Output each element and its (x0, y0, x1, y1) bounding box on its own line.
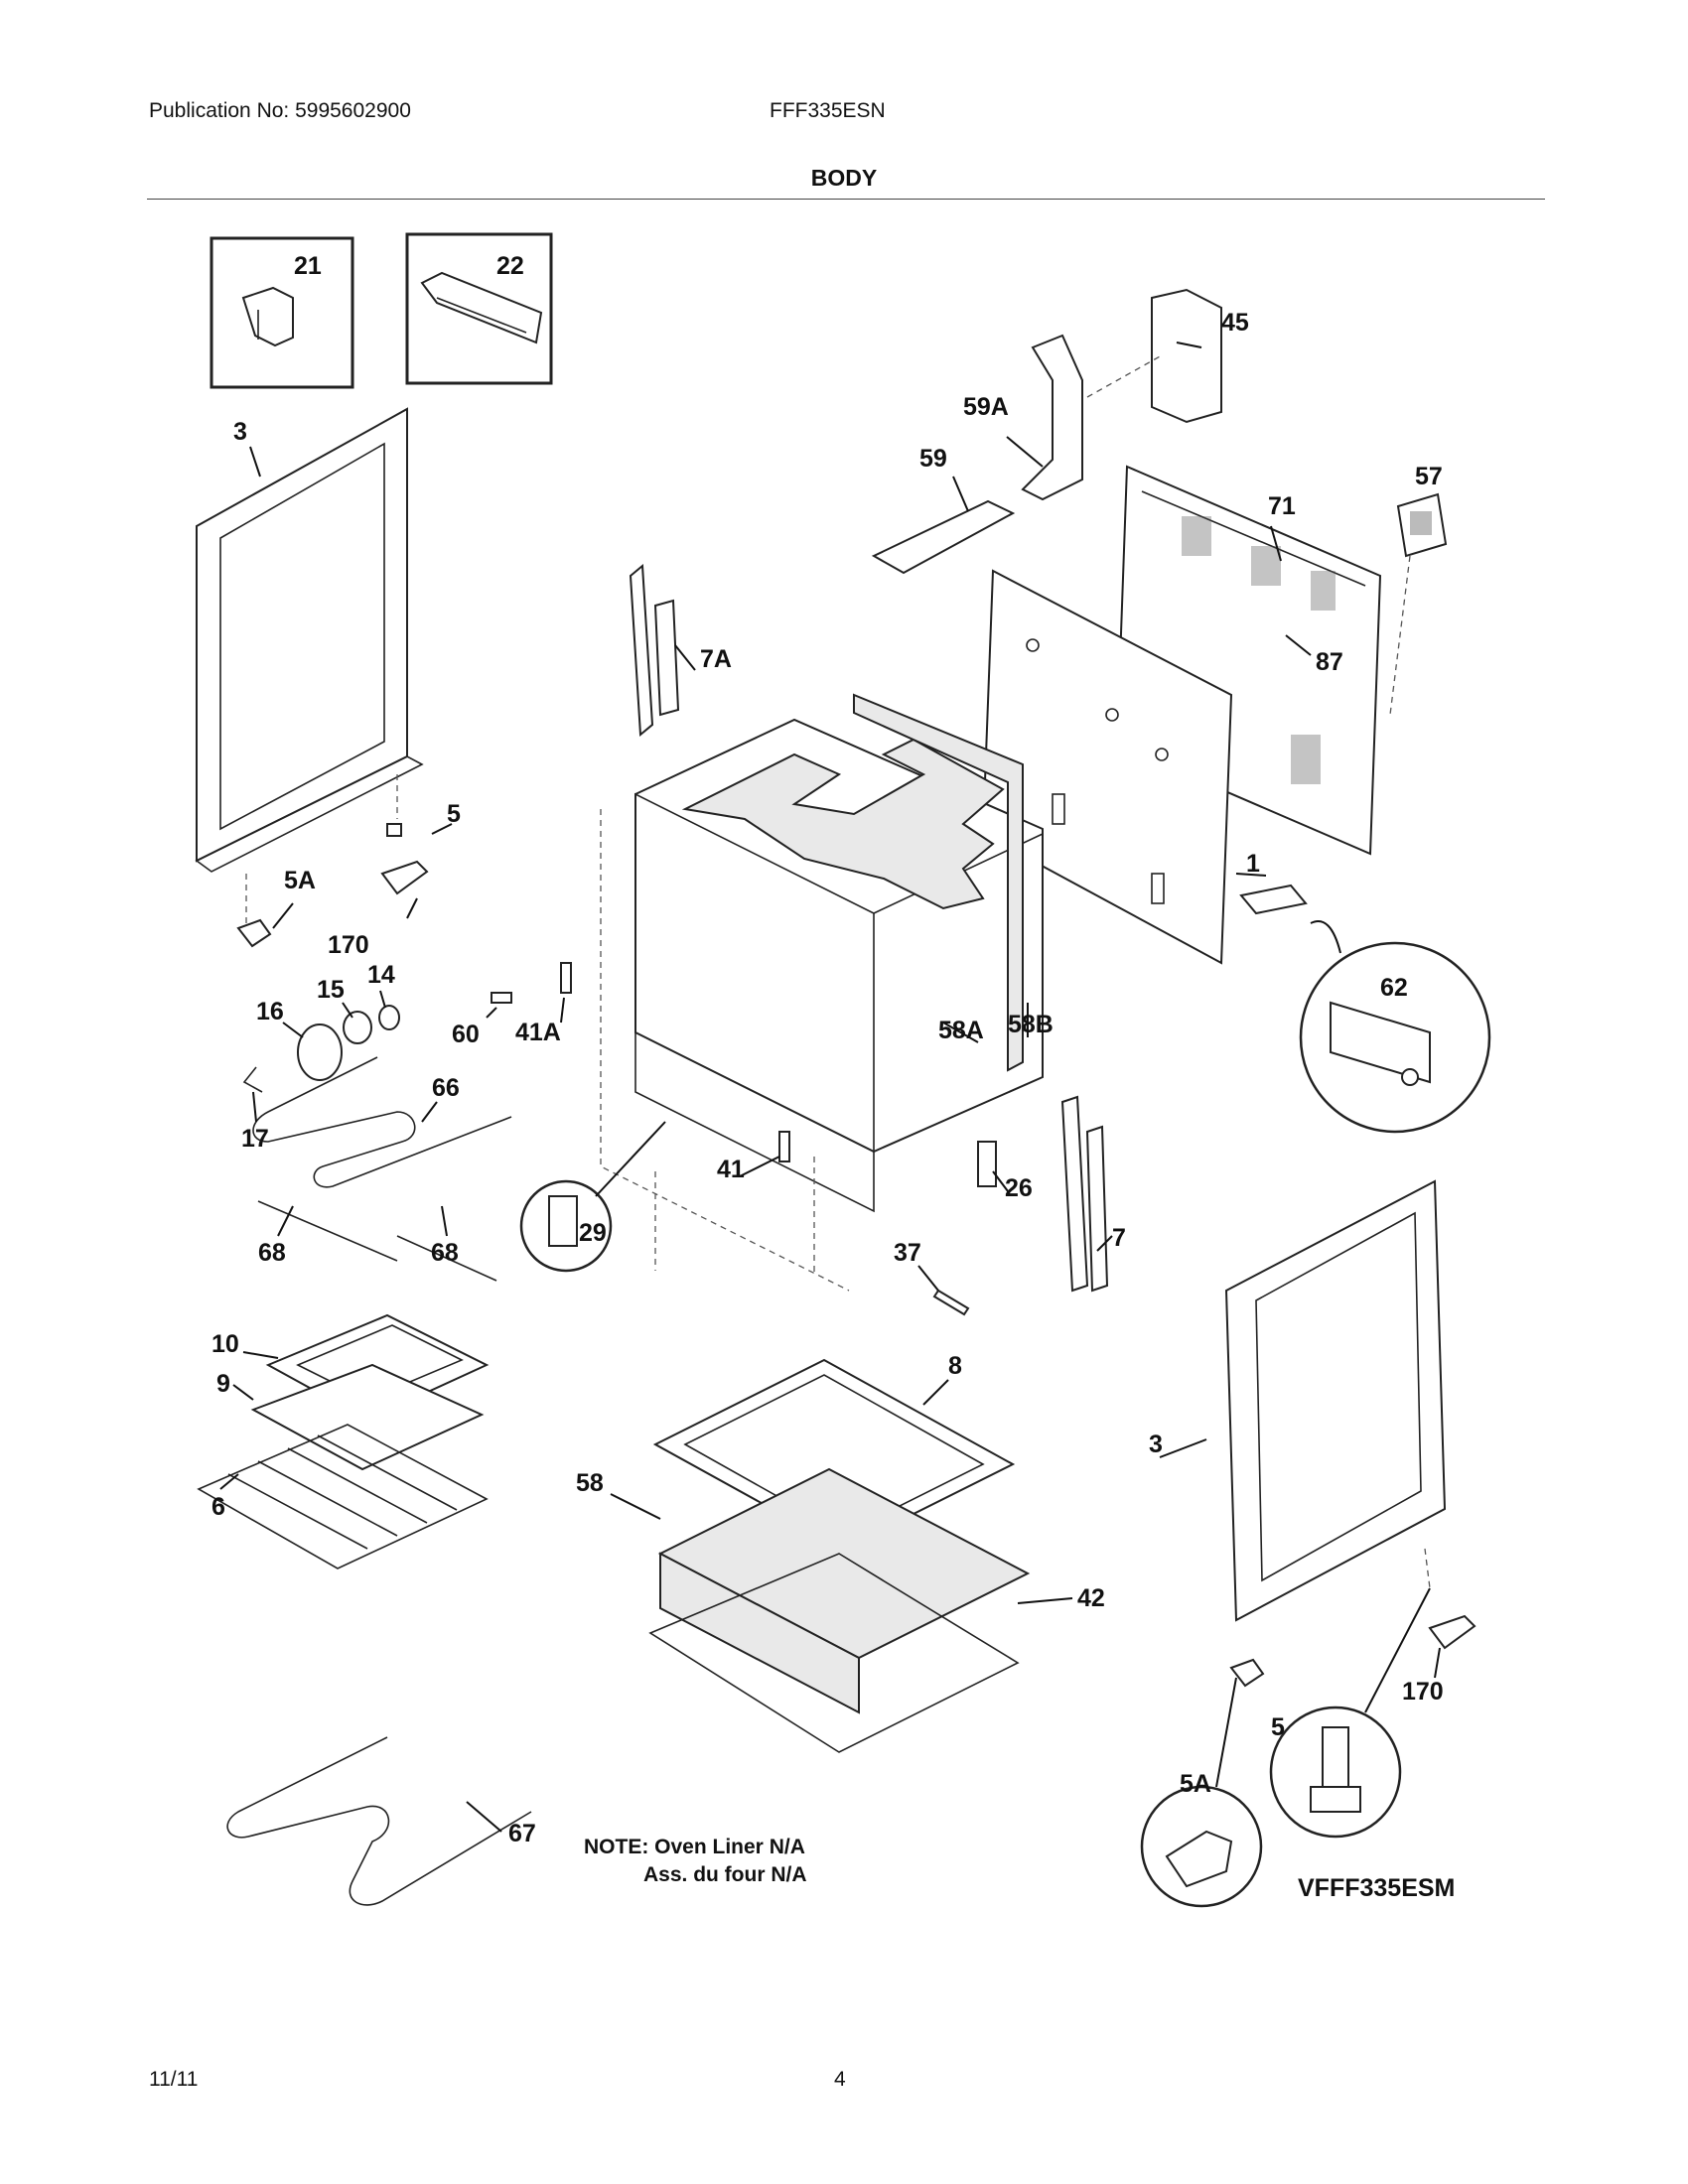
callout-labels: 21 22 3 45 59A 59 57 71 7A 87 5 5A 1 170… (211, 252, 1444, 1847)
callout-66: 66 (432, 1074, 460, 1102)
callout-68-right: 68 (431, 1239, 459, 1267)
side-panel-left (195, 407, 424, 928)
leveler-parts-right (1229, 1614, 1477, 1688)
inset-circle-5 (1269, 1587, 1431, 1839)
callout-10: 10 (211, 1330, 239, 1358)
leveler-parts-left (236, 823, 429, 948)
model-number: FFF335ESN (770, 99, 886, 122)
callout-7: 7 (1112, 1224, 1126, 1252)
callout-59: 59 (919, 445, 947, 473)
broil-element (252, 1056, 512, 1282)
callout-41: 41 (717, 1156, 745, 1183)
callout-5a-right: 5A (1180, 1770, 1211, 1798)
bake-element (226, 1736, 532, 1906)
page-number: 4 (834, 2068, 846, 2091)
callout-58: 58 (576, 1469, 604, 1497)
callout-26: 26 (1005, 1174, 1033, 1202)
publication-number: Publication No: 5995602900 (149, 99, 411, 122)
vent-parts (871, 288, 1222, 575)
back-panel (981, 569, 1308, 965)
callout-15: 15 (317, 976, 345, 1004)
callout-37: 37 (894, 1239, 921, 1267)
footer-date: 11/11 (149, 2068, 199, 2091)
callout-8: 8 (948, 1352, 962, 1380)
oven-bottom-assembly (648, 1358, 1031, 1753)
callout-59a: 59A (963, 393, 1009, 421)
callout-6: 6 (211, 1493, 225, 1521)
callout-5-right: 5 (1271, 1713, 1285, 1741)
header-divider (147, 199, 1545, 200)
callout-62: 62 (1380, 974, 1408, 1002)
callout-1: 1 (1246, 850, 1260, 878)
small-brackets (491, 563, 1109, 1316)
inset-circle-62 (1299, 920, 1491, 1134)
note-line-1: NOTE: Oven Liner N/A (584, 1836, 805, 1858)
leader-lines (219, 341, 1441, 1833)
callout-57: 57 (1415, 463, 1443, 490)
callout-42: 42 (1077, 1584, 1105, 1612)
callout-170-right: 170 (1402, 1678, 1444, 1706)
inset-box-21 (210, 236, 354, 389)
callout-68-left: 68 (258, 1239, 286, 1267)
inset-box-22 (405, 232, 553, 385)
callout-7a: 7A (700, 645, 732, 673)
inset-circle-5a (1140, 1677, 1263, 1908)
callout-58b: 58B (1008, 1011, 1054, 1038)
broiler-pan-and-rack (197, 1313, 490, 1570)
side-panel-right (1224, 1179, 1447, 1622)
callout-21: 21 (294, 252, 322, 280)
callout-16: 16 (256, 998, 284, 1025)
callout-5a-left: 5A (284, 867, 316, 894)
page-title: BODY (810, 165, 878, 191)
callout-58a: 58A (938, 1017, 984, 1044)
callout-14: 14 (367, 961, 395, 989)
callout-41a: 41A (515, 1019, 561, 1046)
oven-light-parts (242, 1005, 400, 1093)
oven-cavity (600, 693, 1044, 1292)
callout-67: 67 (508, 1820, 536, 1847)
callout-3-left: 3 (233, 418, 247, 446)
callout-5-left: 5 (447, 800, 461, 828)
note-line-2: Ass. du four N/A (643, 1863, 807, 1886)
callout-87: 87 (1316, 648, 1343, 676)
callout-3-right: 3 (1149, 1431, 1163, 1458)
inset-circle-29 (519, 1121, 666, 1273)
callout-22: 22 (496, 252, 524, 280)
callout-71: 71 (1268, 492, 1296, 520)
callout-29: 29 (579, 1219, 607, 1247)
callout-60: 60 (452, 1021, 480, 1048)
callout-170-left: 170 (328, 931, 369, 959)
callout-45: 45 (1221, 309, 1249, 337)
drawing-code: VFFF335ESM (1298, 1874, 1455, 1902)
callout-9: 9 (216, 1370, 230, 1398)
callout-17: 17 (241, 1125, 269, 1153)
